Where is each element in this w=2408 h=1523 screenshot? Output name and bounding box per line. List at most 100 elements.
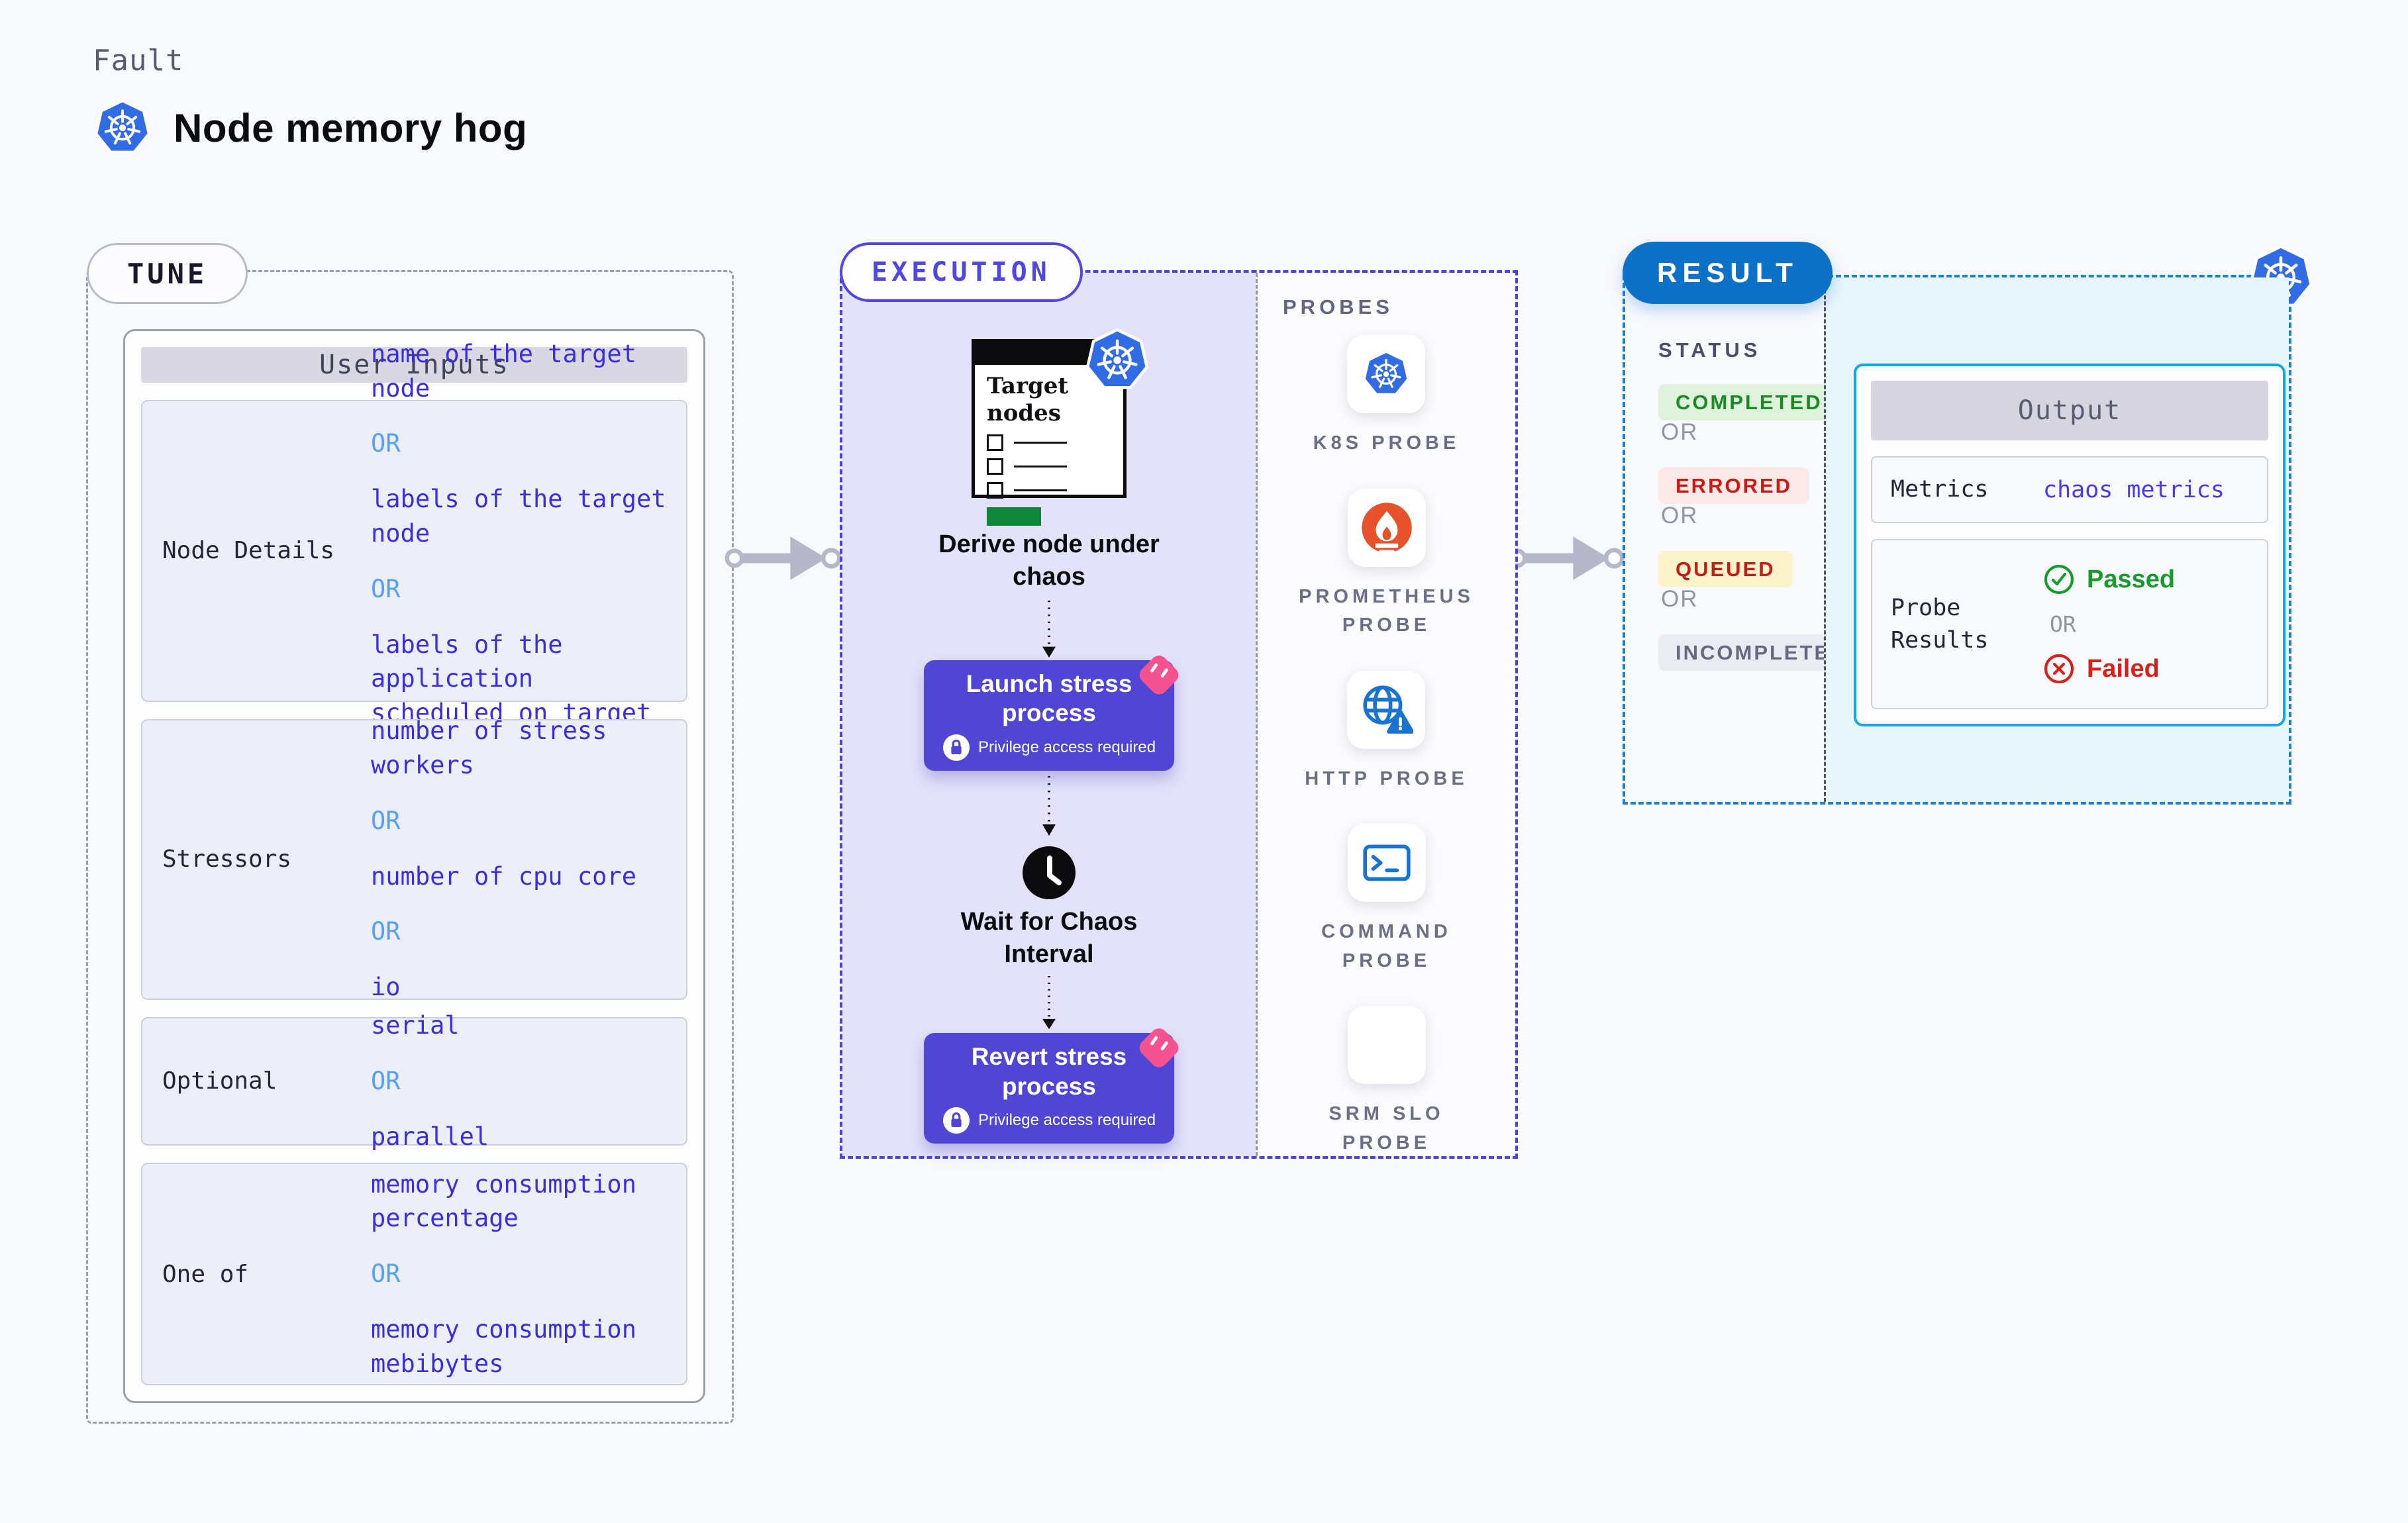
probe-name: HTTP PROBE [1305,767,1468,789]
input-row-label: Optional [162,1067,277,1095]
input-value: serial [371,1011,460,1040]
lock-icon [942,734,970,762]
input-value: number of stress workers [371,716,607,780]
flow-down-arrow [1040,776,1058,837]
privilege-note-text: Privilege access required [978,1111,1156,1130]
metrics-label: Metrics [1891,476,1989,503]
tune-badge: TUNE [87,243,248,304]
probe-name: K8S PROBE [1313,432,1460,454]
fault-eyebrow: Fault [93,44,184,77]
probe-item: K8S PROBE [1313,335,1460,458]
or-separator: OR [371,1066,401,1095]
input-row-one-of: One of memory consumption percentage OR … [141,1163,687,1385]
probe-card [1347,670,1426,749]
privilege-note: Privilege access required [942,1106,1156,1134]
or-separator: OR [371,1259,401,1289]
launch-button-title: Launch stress process [966,669,1132,727]
flow-down-arrow [1040,976,1058,1030]
execution-section: Target nodes Derive node under chaos Lau… [840,242,1518,1159]
probe-name: COMMAND PROBE [1321,921,1452,971]
clock-icon [1021,845,1077,901]
input-row-node-details: Node Details name of the target node OR … [141,340,687,762]
probes-panel: PROBES K8S PROBE PROMETHEUS PROBE HTTP P… [1256,273,1515,1156]
pink-burst-decoration [1133,648,1185,700]
probe-name: SRM SLO PROBE [1329,1103,1444,1154]
derive-node-label: Derive node under chaos [938,530,1160,591]
privilege-note: Privilege access required [942,734,1156,762]
launch-stress-process-button[interactable]: Launch stress process Privilege access r… [924,660,1174,771]
pink-burst-decoration [1133,1021,1185,1073]
result-badge: RESULT [1623,242,1832,304]
probe-card [1347,335,1426,413]
or-separator: OR [371,806,401,835]
kubernetes-icon [1360,348,1412,400]
line-placeholder [1014,465,1067,467]
or-separator: OR [1661,419,1699,445]
prometheus-icon [1360,501,1414,555]
result-section: RESULT STATUS COMPLETED OR ERRORED OR QU… [1623,242,2291,805]
user-inputs-card: User Inputs Node Details name of the tar… [123,329,705,1403]
input-value: memory consumption mebibytes [371,1314,636,1378]
or-separator: OR [371,917,401,946]
or-separator: OR [371,429,401,458]
checkbox-icon [987,481,1003,499]
status-title: STATUS [1658,338,1762,362]
status-chip-queued: QUEUED [1658,551,1793,587]
checkbox-icon [987,458,1003,475]
probe-card [1347,824,1426,902]
revert-stress-process-button[interactable]: Revert stress process Privilege access r… [924,1033,1174,1144]
target-nodes-card: Target nodes [972,339,1127,526]
input-value: parallel [371,1122,489,1151]
checkbox-icon [987,434,1003,451]
node-list-item [987,458,1123,475]
probe-item: PROMETHEUS PROBE [1284,488,1489,640]
check-circle-icon [2043,564,2075,595]
input-value: io [371,973,401,1002]
node-list-item [987,481,1123,499]
node-list-item [987,434,1123,451]
input-row-label: Node Details [162,537,335,565]
status-chip-completed: COMPLETED [1658,384,1840,420]
probe-card [1347,488,1426,567]
input-row-label: One of [162,1260,249,1288]
selected-node-bar [987,507,1041,526]
lock-icon [942,1106,970,1134]
output-title: Output [1871,381,2268,440]
metrics-value: chaos metrics [2043,476,2225,503]
status-chip-errored: ERRORED [1658,467,1810,504]
input-row-values: memory consumption percentage OR memory … [371,1167,666,1381]
input-row-optional: Optional serial OR parallel [141,1011,687,1151]
flow-down-arrow [1040,601,1058,659]
tune-to-execution-arrow [725,528,844,588]
kubernetes-icon [1082,325,1152,395]
tune-section: TUNE User Inputs Node Details name of th… [86,243,734,1424]
terminal-icon [1360,836,1414,890]
input-row-stressors: Stressors number of stress workers OR nu… [141,716,687,1001]
execution-to-result-arrow [1507,528,1627,588]
probe-name: PROMETHEUS PROBE [1299,585,1474,636]
or-separator: OR [1661,586,1699,612]
input-row-values: name of the target node OR labels of the… [371,337,666,765]
input-row-values: number of stress workers OR number of cp… [371,714,666,1005]
target-card-title: Target nodes [987,373,1069,426]
probe-results-values: Passed OR Failed [2043,564,2175,685]
page-title: Node memory hog [174,105,528,150]
input-row-label: Stressors [162,846,292,873]
http-globe-warning-icon [1359,683,1413,737]
line-placeholder [1014,441,1067,444]
passed-line: Passed [2043,564,2175,595]
execution-badge: EXECUTION [840,242,1083,302]
x-circle-icon [2043,653,2075,685]
slo-gauge-check-icon [1360,1018,1414,1072]
kubernetes-icon [91,97,154,159]
line-placeholder [1014,489,1067,491]
probe-results-label: Probe Results [1891,594,1989,654]
user-inputs-title: User Inputs [141,347,687,383]
probe-item: HTTP PROBE [1305,670,1468,794]
wait-chaos-interval-label: Wait for Chaos Interval [960,907,1138,968]
output-card: Output Metrics chaos metrics Probe Resul… [1854,364,2285,726]
revert-button-title: Revert stress process [971,1043,1127,1100]
probe-results-row: Probe Results Passed OR Failed [1871,539,2268,709]
or-separator: OR [1661,503,1699,528]
